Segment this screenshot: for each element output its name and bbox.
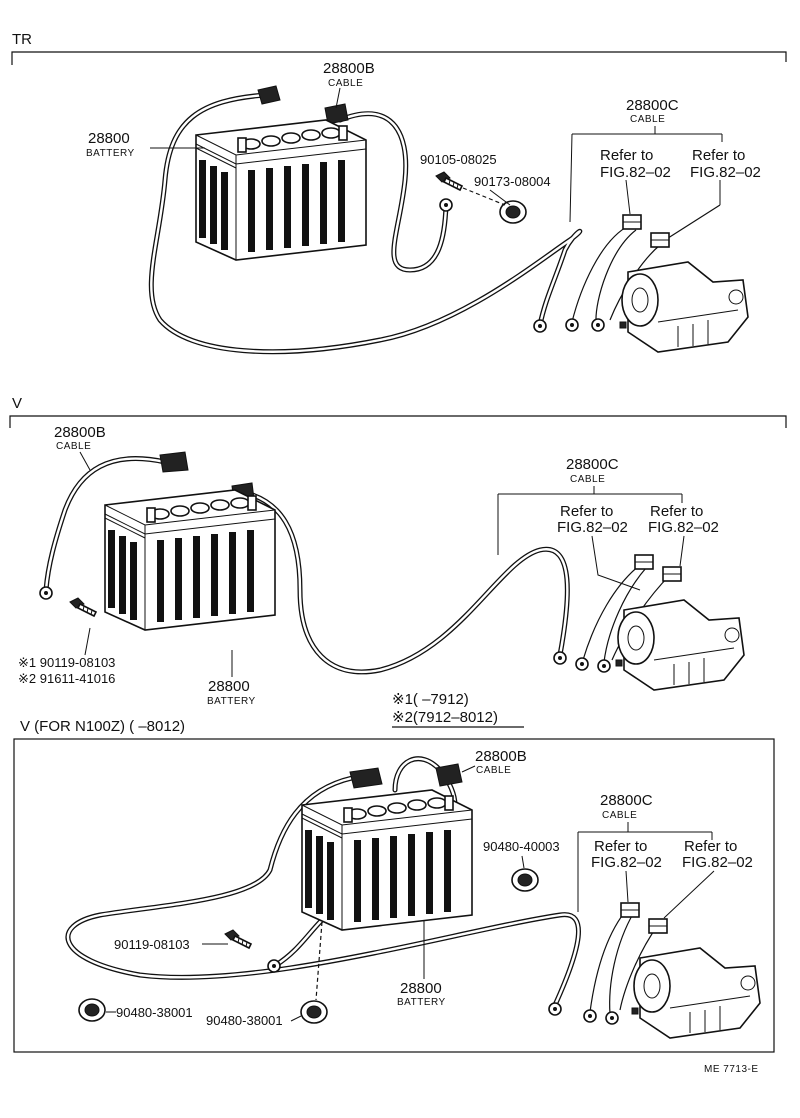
starter-icon: [619, 261, 749, 353]
label-ref2-line1-v: Refer to: [650, 503, 703, 520]
label-bolt2-pn-v: ※2 91611-41016: [18, 671, 115, 686]
section-frame-v-n100z: [13, 738, 775, 1053]
label-grommet3-pn-n100z: 90480-38001: [206, 1013, 283, 1028]
label-ref1-line1-v: Refer to: [560, 503, 613, 520]
battery-clamp-icon: [257, 85, 281, 105]
label-cable-b-name: CABLE: [328, 78, 363, 89]
bolt-icon: [435, 171, 463, 191]
label-cable-c-pn-n100z: 28800C: [600, 792, 653, 809]
label-battery-pn-v: 28800: [208, 678, 250, 695]
label-ref2-line1: Refer to: [692, 147, 745, 164]
label-cable-b-pn-n100z: 28800B: [475, 748, 527, 765]
label-battery-pn: 28800: [88, 130, 130, 147]
battery-icon-n100z: [301, 789, 473, 931]
label-ref2-line1-n100z: Refer to: [684, 838, 737, 855]
label-ref2-line2-v: FIG.82–02: [648, 519, 719, 536]
starter-icon-v: [615, 599, 745, 691]
label-ref2-line2: FIG.82–02: [690, 164, 761, 181]
label-ref1-line2-n100z: FIG.82–02: [591, 854, 662, 871]
label-ref1-line1: Refer to: [600, 147, 653, 164]
label-cable-c-pn: 28800C: [626, 97, 679, 114]
label-cable-b-name-n100z: CABLE: [476, 765, 511, 776]
label-ref1-line2: FIG.82–02: [600, 164, 671, 181]
battery-icon: [195, 119, 367, 261]
label-ref1-line1-n100z: Refer to: [594, 838, 647, 855]
bolt-icon-v: [69, 597, 97, 617]
section-heading-v: V: [12, 395, 22, 412]
figure-code: ME 7713-E: [704, 1064, 759, 1075]
section-tr: TR 28800B CABLE 28800 BATTERY 90105-080: [11, 31, 787, 355]
label-battery-name-n100z: BATTERY: [397, 997, 446, 1008]
label-cable-c-name: CABLE: [630, 114, 665, 125]
section-heading-v-n100z: V (FOR N100Z) ( –8012): [20, 718, 185, 735]
label-grommet2-pn-n100z: 90480-38001: [116, 1005, 193, 1020]
label-cable-b-pn-v: 28800B: [54, 424, 106, 441]
label-ref1-line2-v: FIG.82–02: [557, 519, 628, 536]
label-cable-c-name-n100z: CABLE: [602, 810, 637, 821]
bolt-icon-n100z: [224, 929, 252, 949]
section-bracket-v: [9, 415, 787, 428]
label-battery-name: BATTERY: [86, 148, 135, 159]
label-ref2-line2-n100z: FIG.82–02: [682, 854, 753, 871]
section-v: V 28800B CABLE ※1 90119-08103 ※2 91611-4…: [9, 395, 787, 728]
cable-28800c-v: [239, 489, 570, 675]
grommet-icon-2-n100z: [78, 998, 106, 1022]
label-cable-b-pn: 28800B: [323, 60, 375, 77]
label-cable-c-name-v: CABLE: [570, 474, 605, 485]
label-nut-pn: 90173-08004: [474, 174, 551, 189]
label-bolt-pn-n100z: 90119-08103: [114, 937, 190, 952]
label-note1-v: ※1( –7912): [392, 691, 469, 708]
label-cable-c-pn-v: 28800C: [566, 456, 619, 473]
section-heading-tr: TR: [12, 31, 32, 48]
label-battery-pn-n100z: 28800: [400, 980, 442, 997]
label-bolt1-pn-v: ※1 90119-08103: [18, 655, 115, 670]
label-grommet-pn-n100z: 90480-40003: [483, 839, 560, 854]
section-v-n100z: V (FOR N100Z) ( –8012) 28800B CABLE 2880…: [13, 718, 775, 1053]
label-cable-b-name-v: CABLE: [56, 441, 91, 452]
label-note2-v: ※2(7912–8012): [392, 709, 498, 726]
grommet-icon-n100z: [511, 868, 539, 892]
section-bracket-tr: [11, 51, 787, 65]
label-battery-name-v: BATTERY: [207, 696, 256, 707]
label-bolt-pn: 90105-08025: [420, 152, 497, 167]
starter-icon-n100z: [631, 947, 761, 1039]
battery-icon-v: [104, 489, 276, 631]
grommet-icon-3-n100z: [300, 1000, 328, 1024]
